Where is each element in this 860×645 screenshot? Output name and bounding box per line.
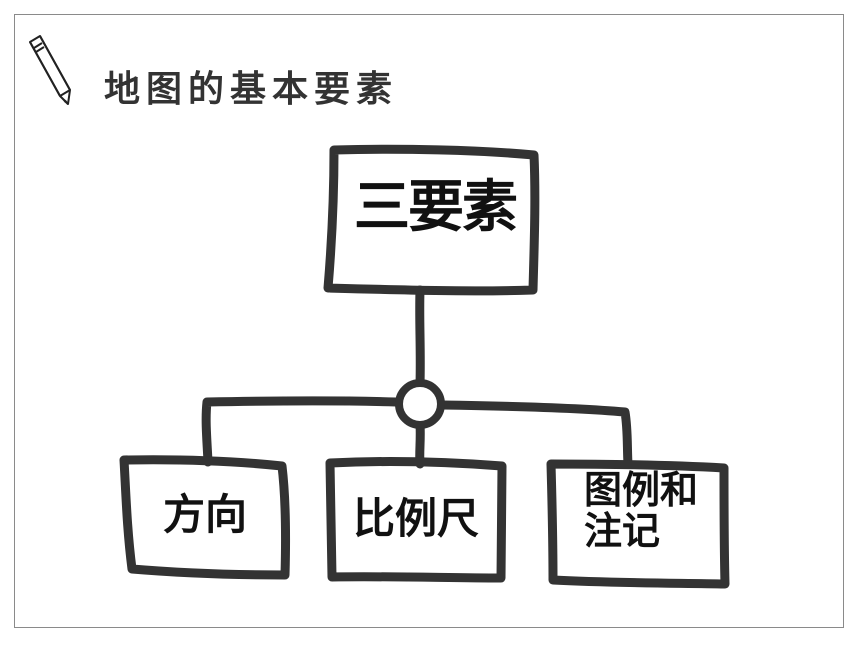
hub-node	[395, 379, 445, 429]
diagram-title: 地图的基本要素	[104, 69, 399, 110]
connector-hub-right	[437, 400, 633, 469]
root-box	[323, 144, 540, 296]
child-box-legend	[546, 459, 730, 589]
child-label-legend-line2: 注记	[584, 509, 661, 554]
connector-hub-left	[201, 396, 401, 467]
child-label-direction: 方向	[162, 490, 247, 539]
connector-root-hub	[415, 285, 425, 389]
child-box-direction	[119, 455, 291, 580]
pencil-icon	[29, 35, 71, 105]
child-box-scale	[325, 457, 507, 583]
root-label: 三要素	[354, 175, 518, 240]
child-label-scale: 比例尺	[352, 494, 479, 543]
child-label-legend: 图例和 注记	[560, 468, 720, 554]
child-label-legend-line1: 图例和	[584, 468, 699, 512]
slide-frame	[14, 14, 844, 628]
